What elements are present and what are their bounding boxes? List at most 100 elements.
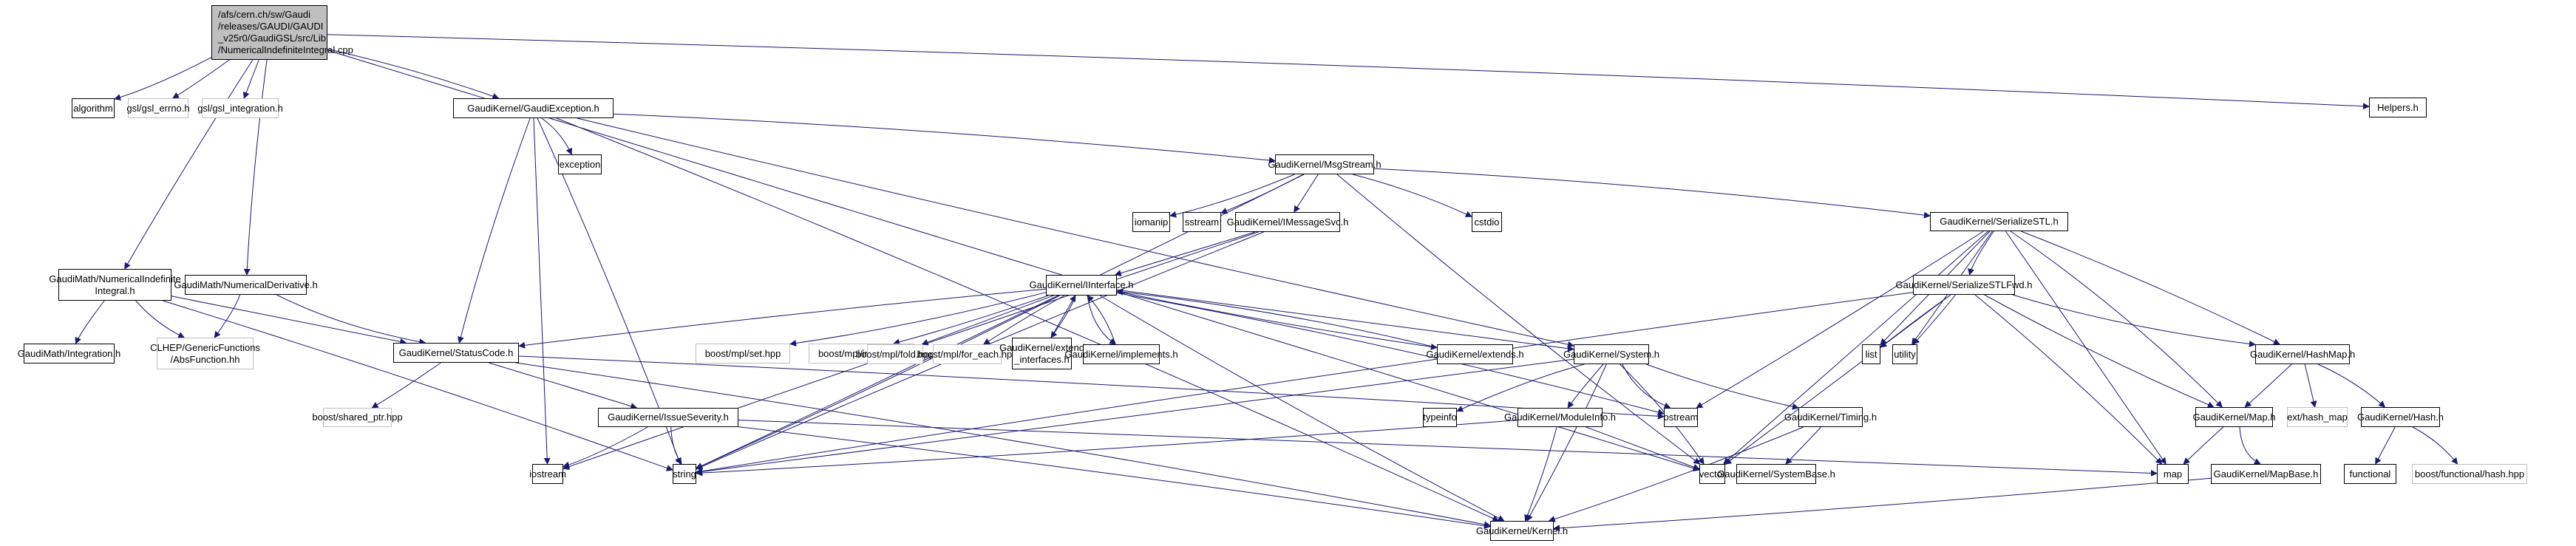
- node-label: GaudiKernel/SystemBase.h: [1717, 468, 1835, 480]
- graph-node-functional[interactable]: functional: [2344, 464, 2396, 484]
- node-label: GaudiKernel/extend _interfaces.h: [999, 341, 1084, 365]
- graph-node-iomanip[interactable]: iomanip: [1132, 212, 1170, 232]
- edge-StatusCode-to-ostream: [518, 355, 1665, 420]
- node-label: cstdio: [1474, 216, 1500, 228]
- edge-SerializeSTLFwd-to-string: [696, 292, 1914, 475]
- edge-extends-to-IInterface: [1116, 288, 1438, 348]
- node-label: gsl/gsl_errno.h: [126, 102, 190, 114]
- edge-IInterface-to-StatusCode: [518, 288, 1047, 349]
- graph-node-imessagesvc[interactable]: GaudiKernel/IMessageSvc.h: [1227, 212, 1348, 232]
- graph-node-boost_hash: boost/functional/hash.hpp: [2412, 464, 2527, 484]
- node-label: boost/mpl/for_each.hpp: [917, 348, 1018, 360]
- edge-IInterface-to-string: [696, 295, 1060, 469]
- edges: [75, 34, 2458, 532]
- node-label: GaudiKernel/IInterface.h: [1029, 279, 1134, 290]
- graph-node-systembase[interactable]: GaudiKernel/SystemBase.h: [1717, 464, 1835, 484]
- graph-node-gaudiexception[interactable]: GaudiKernel/GaudiException.h: [453, 98, 614, 118]
- graph-node-system[interactable]: GaudiKernel/System.h: [1563, 344, 1659, 364]
- edge-extend_interfaces-to-IInterface: [1050, 295, 1076, 338]
- edge-IInterface-to-mpl_set: [789, 292, 1047, 347]
- node-label: GaudiKernel/SerializeSTL.h: [1940, 216, 2059, 227]
- graph-node-mpl_set: boost/mpl/set.hpp: [696, 344, 790, 364]
- node-label: GaudiKernel/Timing.h: [1784, 411, 1877, 423]
- graph-node-hashmap[interactable]: GaudiKernel/HashMap.h: [2250, 344, 2355, 364]
- node-label: GaudiMath/NumericalIndefinite Integral.h: [49, 273, 181, 296]
- edge-ModuleInfo-to-Kernel: [1524, 426, 1557, 522]
- graph-node-moduleinfo[interactable]: GaudiKernel/ModuleInfo.h: [1504, 408, 1616, 427]
- edge-SerializeSTLFwd-to-utility: [1912, 294, 1956, 345]
- graph-node-map[interactable]: map: [2157, 464, 2189, 484]
- edge-Timing-to-Kernel: [1548, 426, 1804, 522]
- edge-StatusCode-to-IssueSeverity: [489, 362, 638, 409]
- graph-node-integration[interactable]: GaudiMath/Integration.h: [18, 344, 120, 364]
- node-label: ext/hash_map: [2287, 411, 2348, 423]
- node-label: iomanip: [1134, 216, 1169, 228]
- node-label: sstream: [1184, 216, 1220, 228]
- edge-Map-to-MapBase: [2239, 426, 2261, 465]
- graph-node-mapbase[interactable]: GaudiKernel/MapBase.h: [2211, 464, 2321, 484]
- graph-node-mpl_for_each: boost/mpl/for_each.hpp: [917, 344, 1017, 364]
- graph-node-map[interactable]: GaudiKernel/Map.h: [2192, 407, 2276, 427]
- edge-root-to-gsl_errno: [172, 59, 230, 99]
- node-label: GaudiKernel/ModuleInfo.h: [1503, 412, 1617, 423]
- node-label: GaudiKernel/IssueSeverity.h: [608, 412, 729, 423]
- edge-GaudiException-to-StatusCode: [457, 117, 531, 344]
- edge-StatusCode-to-shared_ptr: [371, 362, 441, 409]
- graph-node-vector[interactable]: vector: [1699, 464, 1725, 484]
- graph-node-algorithm[interactable]: algorithm: [72, 98, 115, 118]
- edge-SerializeSTL-to-vector: [1723, 231, 1989, 465]
- node-label: boost/shared_ptr.hpp: [312, 412, 403, 423]
- graph-node-string[interactable]: string: [673, 464, 696, 484]
- graph-node-numindefint[interactable]: GaudiMath/NumericalIndefinite Integral.h: [49, 269, 181, 301]
- graph-node-implements[interactable]: GaudiKernel/implements.h: [1064, 344, 1178, 364]
- node-label: utility: [1894, 348, 1916, 360]
- edge-root-to-NumDeriv: [243, 59, 268, 276]
- node-label: GaudiKernel/Hash.h: [2356, 411, 2444, 423]
- graph-node-hash[interactable]: GaudiKernel/Hash.h: [2357, 407, 2444, 427]
- graph-node-utility[interactable]: utility: [1892, 344, 1917, 364]
- node-label: GaudiKernel/System.h: [1563, 348, 1660, 360]
- edge-NumIndefInt-to-Integration: [75, 300, 105, 344]
- graph-node-iostream[interactable]: iostream: [529, 464, 566, 484]
- graph-node-root[interactable]: /afs/cern.ch/sw/Gaudi /releases/GAUDI/GA…: [211, 5, 353, 60]
- node-label: vector: [1699, 468, 1726, 480]
- node-label: GaudiKernel/Map.h: [2192, 411, 2276, 423]
- edge-NumDeriv-to-AbsFunction: [214, 294, 240, 338]
- node-label: boost/mpl/fold.hpp: [855, 348, 935, 360]
- edge-root-to-algorithm: [114, 57, 212, 100]
- graph-node-list[interactable]: list: [1862, 344, 1880, 364]
- graph-node-extend_interfaces[interactable]: GaudiKernel/extend _interfaces.h: [999, 338, 1084, 369]
- graph-node-sstream[interactable]: sstream: [1183, 212, 1221, 232]
- graph-node-serializestlfwd[interactable]: GaudiKernel/SerializeSTLFwd.h: [1896, 275, 2033, 295]
- edge-Hash-to-functional: [2375, 426, 2396, 465]
- graph-node-timing[interactable]: GaudiKernel/Timing.h: [1784, 407, 1877, 427]
- edge-NumIndefInt-to-string: [163, 300, 673, 471]
- graph-node-extends[interactable]: GaudiKernel/extends.h: [1426, 344, 1524, 364]
- graph-node-kernel[interactable]: GaudiKernel/Kernel.h: [1476, 521, 1568, 541]
- edge-System-to-Kernel: [1526, 364, 1607, 522]
- graph-node-issueseverity[interactable]: GaudiKernel/IssueSeverity.h: [598, 408, 738, 427]
- edge-SerializeSTL-to-SerializeSTLFwd: [1968, 231, 1994, 276]
- edge-root-to-Helpers: [327, 34, 2370, 110]
- graph-node-statuscode[interactable]: GaudiKernel/StatusCode.h: [393, 343, 519, 363]
- graph-node-typeinfo[interactable]: typeinfo: [1423, 408, 1457, 427]
- graph-node-ostream[interactable]: ostream: [1664, 408, 1698, 427]
- node-label: GaudiKernel/GaudiException.h: [467, 102, 599, 114]
- node-label: algorithm: [73, 102, 113, 114]
- graph-node-numderiv[interactable]: GaudiMath/NumericalDerivative.h: [174, 275, 318, 295]
- node-label: GaudiKernel/Kernel.h: [1475, 525, 1569, 536]
- graph-node-exception[interactable]: exception: [558, 154, 602, 174]
- node-label: functional: [2349, 468, 2391, 480]
- edge-HashMap-to-Hash: [2317, 364, 2386, 408]
- edge-IssueSeverity-to-Kernel: [738, 426, 1491, 530]
- graph-node-serializestl[interactable]: GaudiKernel/SerializeSTL.h: [1930, 212, 2068, 231]
- graph-node-helpers[interactable]: Helpers.h: [2369, 98, 2427, 117]
- graph-node-cstdio[interactable]: cstdio: [1472, 212, 1502, 232]
- graph-node-iinterface[interactable]: GaudiKernel/IInterface.h: [1030, 275, 1133, 296]
- graph-node-msgstream[interactable]: GaudiKernel/MsgStream.h: [1268, 154, 1382, 174]
- node-label: GaudiKernel/HashMap.h: [2249, 348, 2356, 360]
- node-label: boost/functional/hash.hpp: [2414, 468, 2525, 480]
- edge-SerializeSTLFwd-to-Map: [1984, 294, 2215, 408]
- edge-IssueSeverity-to-string: [670, 426, 682, 465]
- edge-IMessageSvc-to-IInterface: [1114, 231, 1256, 276]
